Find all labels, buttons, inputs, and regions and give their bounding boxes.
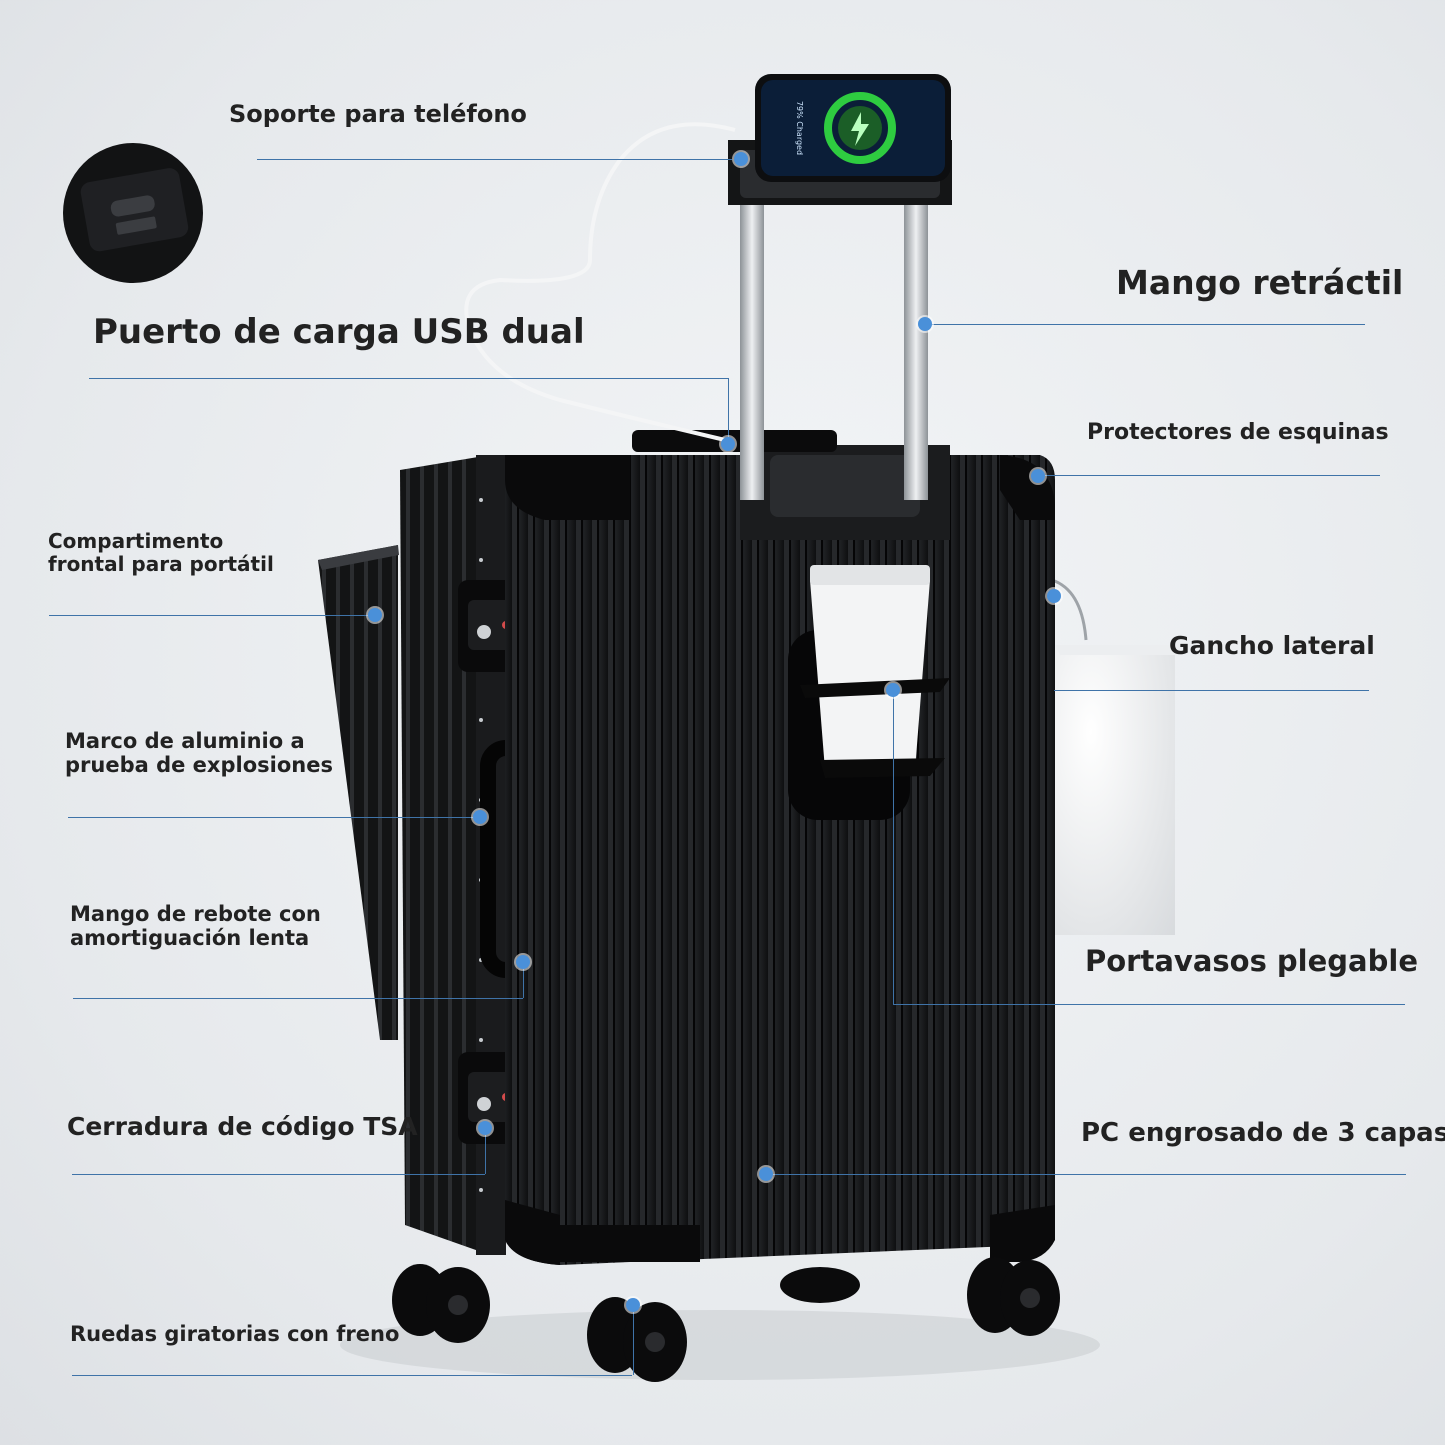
marker-corner-protectors — [1031, 469, 1045, 483]
marker-retractable-handle — [918, 317, 932, 331]
floor-shadow — [340, 1310, 1100, 1380]
marker-phone-holder — [734, 152, 748, 166]
marker-pc-shell — [759, 1167, 773, 1181]
marker-usb-port — [721, 437, 735, 451]
marker-side-hook — [1047, 589, 1061, 603]
coffee-cup — [810, 580, 930, 770]
corner-protector-bottom-right — [990, 1205, 1055, 1262]
wheels — [392, 1257, 1060, 1382]
suitcase-front-shell — [505, 455, 1055, 1265]
marker-rebound-handle — [516, 955, 530, 969]
label-laptop-compartment: Compartimento frontal para portátil — [48, 529, 274, 576]
shopping-bag — [1055, 645, 1175, 935]
side-hook — [1051, 578, 1088, 641]
label-side-hook: Gancho lateral — [1169, 631, 1375, 660]
phone-status-text: 79% Charged — [795, 101, 804, 155]
retractable-pole-left — [740, 200, 764, 500]
lightning-icon — [851, 112, 869, 146]
charging-cable — [464, 122, 736, 442]
label-tsa-lock: Cerradura de código TSA — [67, 1112, 418, 1141]
retractable-pole-right — [904, 200, 928, 500]
laptop-compartment-lid — [318, 545, 398, 1040]
usb-port-inset — [63, 143, 203, 283]
marker-cup-holder — [886, 683, 900, 697]
corner-protector-top-left — [505, 455, 630, 520]
label-cup-holder: Portavasos plegable — [1085, 944, 1418, 978]
label-phone-holder: Soporte para teléfono — [229, 100, 527, 128]
label-retractable-handle: Mango retráctil — [1116, 263, 1404, 302]
marker-laptop-compartment — [368, 608, 382, 622]
cup-holder-ring-top — [800, 678, 950, 698]
label-aluminum-frame: Marco de aluminio a prueba de explosione… — [65, 729, 333, 778]
label-wheels: Ruedas giratorias con freno — [70, 1322, 400, 1346]
cup-holder-ring-bottom — [820, 758, 945, 778]
usb-port-icon — [110, 195, 155, 217]
label-rebound-handle: Mango de rebote con amortiguación lenta — [70, 902, 321, 951]
corner-protector-bottom-left — [505, 1200, 560, 1265]
label-pc-shell: PC engrosado de 3 capas — [1081, 1118, 1445, 1148]
marker-aluminum-frame — [473, 810, 487, 824]
marker-wheels — [626, 1298, 640, 1312]
smartphone — [755, 74, 951, 182]
marker-tsa-lock — [478, 1121, 492, 1135]
label-corner-protectors: Protectores de esquinas — [1087, 420, 1389, 445]
label-usb-port: Puerto de carga USB dual — [93, 312, 585, 352]
phone-screen-text: 79% Charged — [795, 101, 804, 155]
